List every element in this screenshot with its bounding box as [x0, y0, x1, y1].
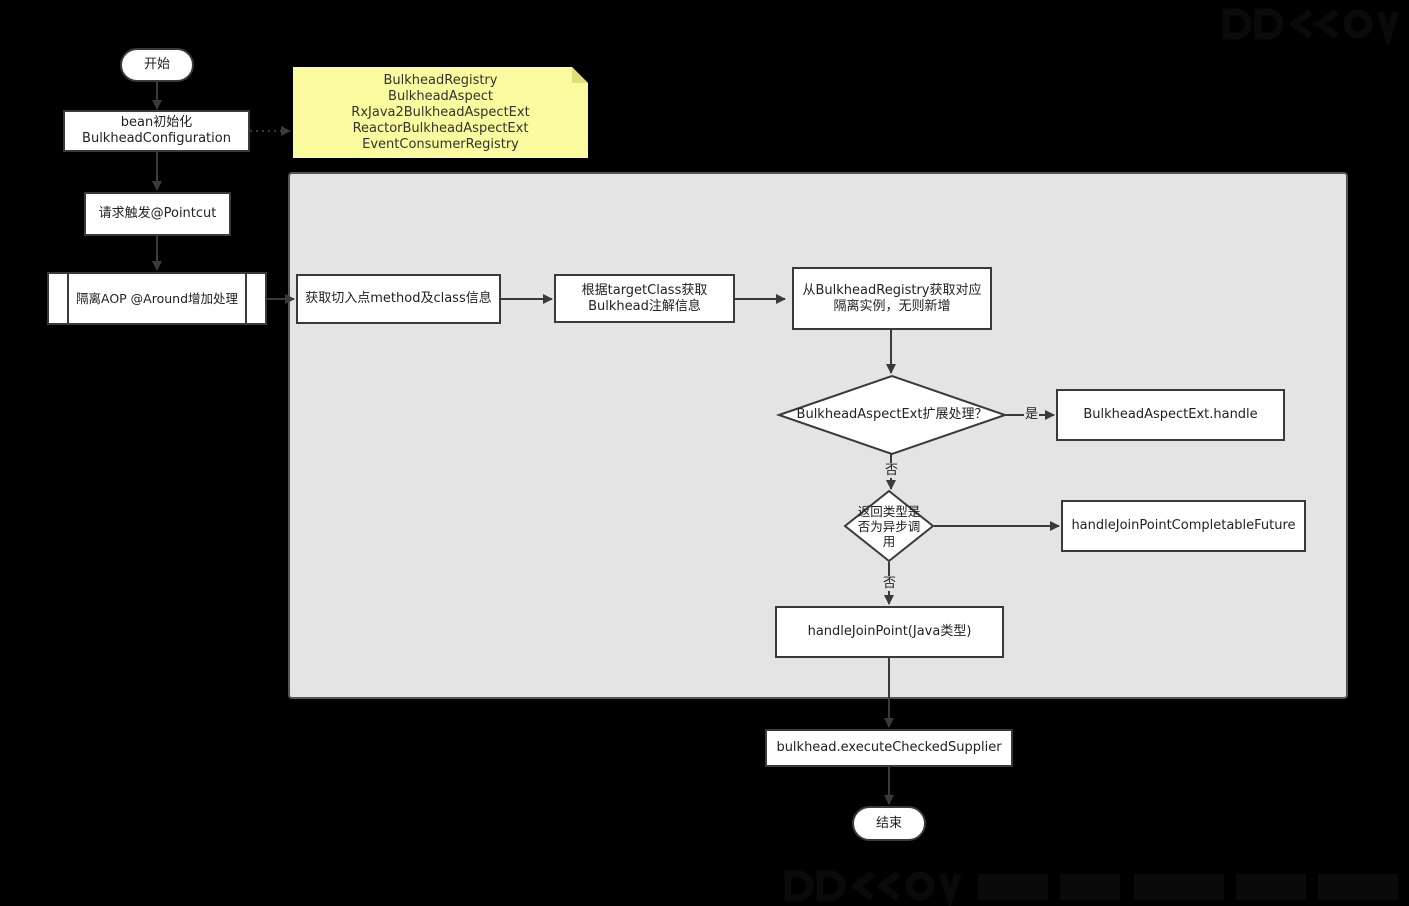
process-panel: [288, 172, 1348, 699]
note-line: BulkheadAspect: [388, 89, 493, 104]
no-edge-label-2: 否: [882, 576, 898, 591]
trigger-box: 请求触发@Pointcut: [84, 192, 231, 236]
ext-handle-label: BulkheadAspectExt.handle: [1083, 407, 1258, 422]
ext-decision-diamond: [775, 374, 1009, 456]
note-line: RxJava2BulkheadAspectExt: [351, 105, 530, 120]
note-shape: [293, 67, 588, 158]
completable-box: handleJoinPointCompletableFuture: [1061, 500, 1306, 552]
start-terminal: 开始: [120, 48, 194, 82]
get-instance-label: 从BulkheadRegistry获取对应 隔离实例，无则新增: [802, 282, 982, 314]
note-content: BulkheadRegistry BulkheadAspect RxJava2B…: [293, 73, 588, 153]
async-decision-node: 返回类型是 否为异步调 用: [845, 491, 933, 561]
async-decision-label: 返回类型是 否为异步调 用: [857, 503, 921, 549]
join-point-label: handleJoinPoint(Java类型): [807, 624, 972, 639]
trigger-label: 请求触发@Pointcut: [98, 206, 217, 221]
get-method-box: 获取切入点method及class信息: [296, 274, 501, 324]
execute-box: bulkhead.executeCheckedSupplier: [765, 729, 1013, 767]
note-fold: [572, 67, 588, 83]
aop-label: 隔离AOP @Around增加处理: [75, 290, 239, 306]
aop-box-shape: [47, 272, 267, 325]
join-point-box: handleJoinPoint(Java类型): [775, 606, 1004, 658]
end-terminal: 结束: [852, 806, 926, 841]
completable-label: handleJoinPointCompletableFuture: [1071, 518, 1296, 533]
yes-edge-label: 是: [1024, 407, 1040, 422]
ext-handle-box: BulkheadAspectExt.handle: [1056, 389, 1285, 441]
ext-decision-label: BulkheadAspectExt扩展处理？: [796, 407, 988, 422]
no-edge-label-1: 否: [884, 463, 900, 478]
watermark-footer: [784, 870, 1398, 906]
note-line: ReactorBulkheadAspectExt: [352, 121, 529, 136]
get-instance-box: 从BulkheadRegistry获取对应 隔离实例，无则新增: [792, 267, 992, 330]
aop-box: 隔离AOP @Around增加处理: [68, 273, 246, 324]
async-decision-diamond: [843, 489, 935, 563]
bean-init-box: bean初始化 BulkheadConfiguration: [63, 110, 250, 152]
bean-init-label: bean初始化 BulkheadConfiguration: [82, 115, 231, 146]
get-annotation-box: 根据targetClass获取 Bulkhead注解信息: [554, 274, 735, 323]
start-label: 开始: [143, 57, 170, 72]
ext-decision-node: BulkheadAspectExt扩展处理？: [779, 376, 1005, 454]
get-method-label: 获取切入点method及class信息: [305, 291, 492, 306]
execute-label: bulkhead.executeCheckedSupplier: [776, 740, 1002, 755]
note-line: BulkheadRegistry: [383, 73, 498, 88]
note-line: EventConsumerRegistry: [362, 137, 519, 152]
end-label: 结束: [875, 815, 902, 831]
watermark-logo: [1222, 8, 1400, 44]
get-annotation-label: 根据targetClass获取 Bulkhead注解信息: [581, 282, 708, 314]
